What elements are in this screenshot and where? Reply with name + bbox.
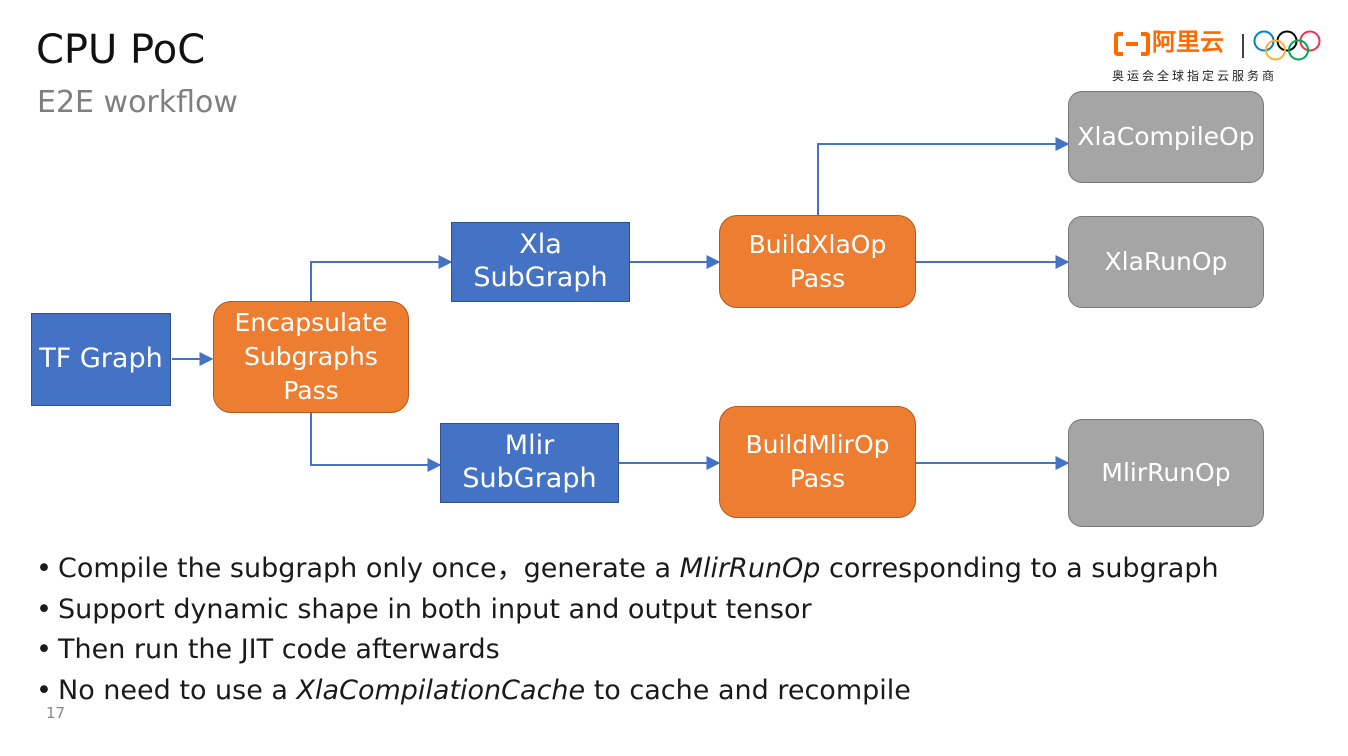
encapsulate-subgraphs-pass-node: Encapsulate Subgraphs Pass xyxy=(213,301,409,413)
bullet-code-term: XlaCompilationCache xyxy=(296,674,586,706)
edge-build-xla-to-compile-op xyxy=(817,137,1070,215)
bullet-item: •Then run the JIT code afterwards xyxy=(36,636,1219,677)
bullet-list: •Compile the subgraph only once，generate… xyxy=(36,555,1219,717)
bullet-code-term: MlirRunOp xyxy=(679,553,821,584)
node-label: XlaRunOp xyxy=(1104,246,1228,276)
bullet-text: to cache and recompile xyxy=(585,674,911,706)
alibaba-cloud-mark-icon xyxy=(1114,32,1150,56)
mlir-subgraph-node: Mlir SubGraph xyxy=(440,423,619,503)
slide-subtitle: E2E workflow xyxy=(37,85,238,120)
node-label-line: Pass xyxy=(789,464,846,493)
bullet-marker: • xyxy=(36,593,52,625)
bullet-text: Support dynamic shape in both input and … xyxy=(58,593,812,625)
node-label: XlaCompileOp xyxy=(1077,121,1255,151)
logo-divider xyxy=(1242,34,1244,58)
edge-encapsulate-to-mlir-subgraph xyxy=(310,413,442,472)
bullet-item: •Compile the subgraph only once，generate… xyxy=(36,555,1219,596)
bullet-text: Then run the JIT code afterwards xyxy=(58,634,500,665)
logo-brand-text: 阿里云 xyxy=(1152,28,1224,56)
bullet-text: No need to use a xyxy=(58,674,297,706)
node-label: MlirRunOp xyxy=(1101,457,1231,487)
bullet-marker: • xyxy=(36,634,52,665)
bullet-marker: • xyxy=(36,674,52,706)
bullet-item: •No need to use a XlaCompilationCache to… xyxy=(36,677,1219,718)
build-xla-op-pass-node: BuildXlaOp Pass xyxy=(719,215,916,308)
tf-graph-node: TF Graph xyxy=(31,313,171,406)
node-label-line: Pass xyxy=(789,263,846,293)
alibaba-cloud-logo: 阿里云 奥运会全球指定云服务商 xyxy=(1112,28,1327,90)
edge-encapsulate-to-xla-subgraph xyxy=(310,255,453,301)
bullet-text: corresponding to a subgraph xyxy=(820,553,1219,584)
xla-subgraph-node: Xla SubGraph xyxy=(451,222,630,302)
node-label-line: Xla xyxy=(519,229,562,261)
node-label-line: BuildMlirOp xyxy=(745,430,890,460)
mlir-run-op-node: MlirRunOp xyxy=(1068,419,1264,527)
node-label-line: SubGraph xyxy=(473,262,608,293)
node-label-line: Encapsulate xyxy=(234,308,388,338)
olympic-rings-icon xyxy=(1253,30,1321,61)
slide-title: CPU PoC xyxy=(36,27,206,73)
node-label-line: Subgraphs xyxy=(244,342,378,372)
bullet-marker: • xyxy=(36,553,52,584)
logo-tagline: 奥运会全球指定云服务商 xyxy=(1112,69,1278,83)
build-mlir-op-pass-node: BuildMlirOp Pass xyxy=(719,406,916,518)
xla-run-op-node: XlaRunOp xyxy=(1068,216,1264,308)
node-label-line: Pass xyxy=(283,375,339,405)
page-number: 17 xyxy=(46,704,66,722)
node-label-line: Mlir xyxy=(504,430,555,462)
node-label-line: SubGraph xyxy=(462,463,597,494)
node-label-line: BuildXlaOp xyxy=(748,229,887,259)
bullet-item: •Support dynamic shape in both input and… xyxy=(36,596,1219,637)
node-label: TF Graph xyxy=(39,343,163,375)
xla-compile-op-node: XlaCompileOp xyxy=(1068,91,1264,183)
bullet-text: Compile the subgraph only once，generate … xyxy=(58,553,680,584)
